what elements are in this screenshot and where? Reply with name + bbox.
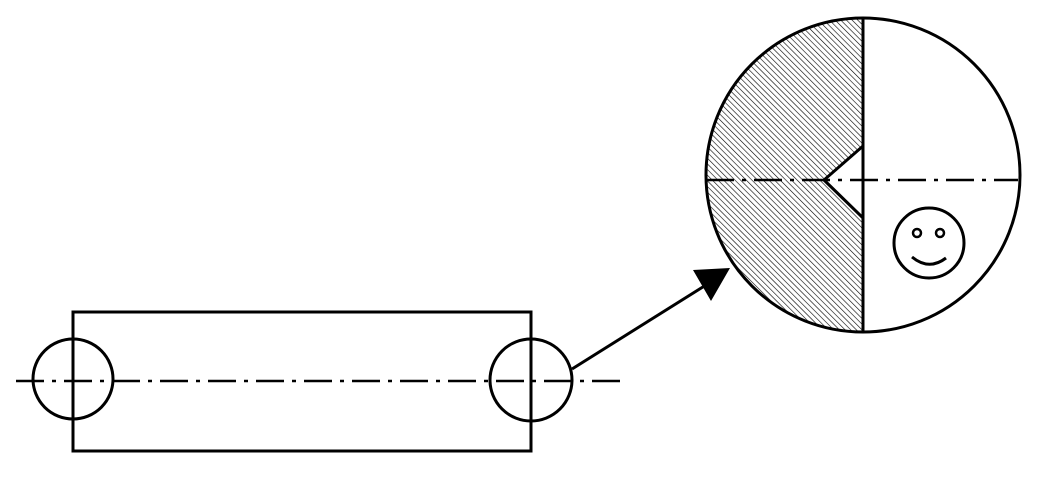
arrowhead-icon	[693, 268, 730, 301]
smiley-face-icon	[892, 206, 966, 280]
leader-line	[571, 283, 707, 371]
part-view	[16, 310, 620, 453]
detail-circle	[704, 16, 1022, 334]
right-end-circle	[488, 337, 574, 423]
detail-view	[704, 16, 1022, 334]
left-end-circle	[31, 337, 115, 421]
detail-leader	[571, 268, 730, 371]
